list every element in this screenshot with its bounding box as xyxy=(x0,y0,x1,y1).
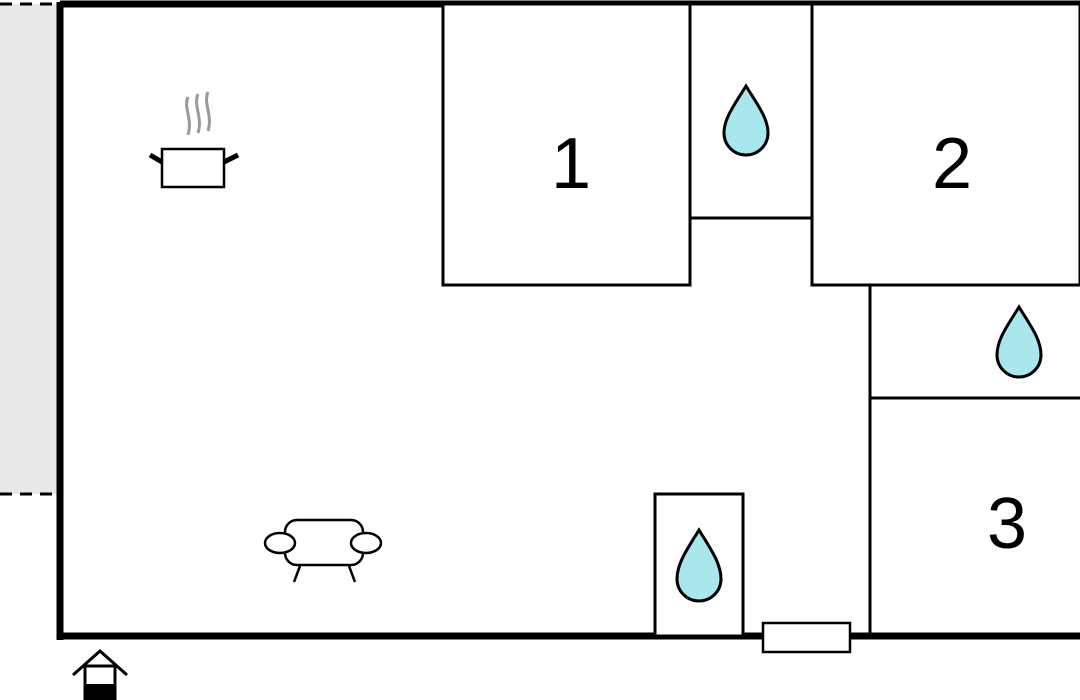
water-drop-icon xyxy=(722,83,770,157)
room-1: 1 xyxy=(441,2,692,287)
room-3: 3 xyxy=(987,484,1027,564)
room-1-label: 1 xyxy=(551,124,591,204)
room-2-label: 2 xyxy=(932,124,972,204)
bathroom-3 xyxy=(653,492,745,638)
room-3-label: 3 xyxy=(987,484,1027,564)
terrace-area xyxy=(0,2,60,496)
cooking-pot-icon xyxy=(148,91,240,189)
entrance-icon xyxy=(72,648,128,700)
water-drop-icon xyxy=(675,527,723,603)
sofa-icon xyxy=(263,518,383,583)
room-2: 2 xyxy=(810,2,1080,287)
window xyxy=(761,621,852,654)
water-drop-icon xyxy=(995,304,1043,379)
bathroom-1 xyxy=(688,2,814,220)
bathroom-2 xyxy=(868,285,1080,636)
